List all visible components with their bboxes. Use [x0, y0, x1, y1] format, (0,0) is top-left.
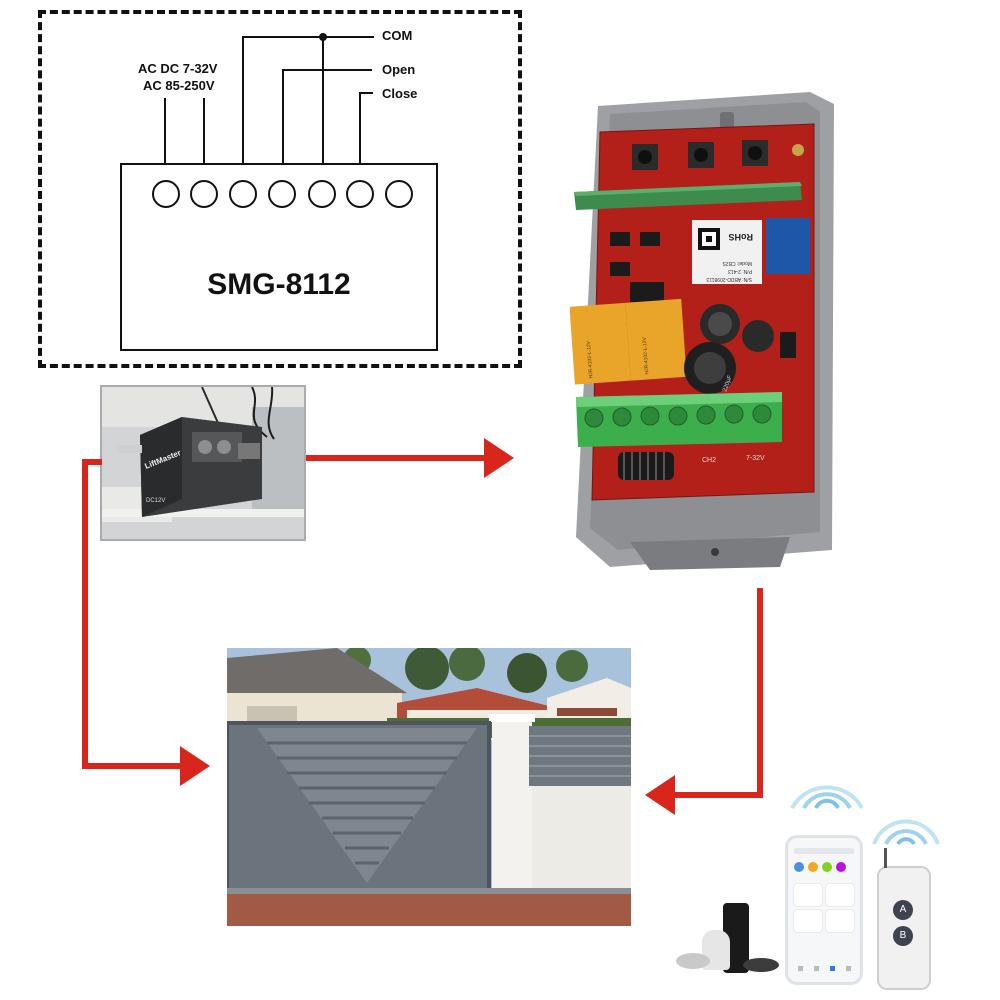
terminal-3	[229, 180, 257, 208]
receiver-board-photo: RoHS Model: CB2S P/N: 2-413 S/N: ABDD-20…	[569, 92, 838, 572]
wire-power-1	[164, 98, 166, 163]
wire-open-vertical	[282, 70, 284, 163]
capacitor-text: 220µF	[722, 374, 734, 392]
power-label-line2: AC 85-250V	[143, 78, 215, 93]
phone-app-card	[826, 884, 854, 906]
arrow-head-left-icon	[645, 775, 675, 815]
wire-com-left	[242, 36, 244, 163]
remote-antenna	[884, 848, 887, 868]
terminal-1	[152, 180, 180, 208]
open-label: Open	[382, 62, 416, 77]
arrow-left-vertical-line	[82, 459, 88, 769]
wire-com-center	[322, 36, 324, 163]
pcb-pn-text: P/N: 2-413	[728, 268, 752, 274]
terminal-2	[190, 180, 218, 208]
wire-close-horizontal	[359, 92, 373, 94]
ch2-text: CH2	[702, 457, 716, 464]
remote-button-a-icon: A	[893, 900, 913, 920]
close-label: Close	[382, 86, 418, 101]
wire-com-top	[242, 36, 374, 38]
phone-tabbar	[792, 966, 856, 976]
wire-open-horizontal	[282, 69, 372, 71]
smart-speaker-puck-light	[676, 953, 710, 969]
opener-tag-text: DC12V	[146, 498, 165, 504]
smart-speaker-puck-dark	[743, 958, 779, 972]
relay-2-text: HJR-4102-L-12V	[642, 336, 651, 375]
pcb-model-text: Model: CB2S	[722, 260, 752, 266]
pcb-sn-text: S/N: ABDD-2098113	[706, 276, 752, 282]
wire-close-vertical	[359, 92, 361, 163]
arrow-head-right-to-gate-icon	[180, 746, 210, 786]
wifi-signal-icon	[872, 819, 940, 846]
garage-opener-illustration: LiftMaster DC12V	[102, 387, 304, 539]
rohs-text: RoHS	[729, 232, 754, 242]
wire-power-2	[203, 98, 205, 163]
terminal-4	[268, 180, 296, 208]
rf-remote: A B	[877, 848, 931, 990]
receiver-illustration: RoHS Model: CB2S P/N: 2-413 S/N: ABDD-20…	[569, 92, 834, 570]
power-label-line1: AC DC 7-32V	[138, 61, 218, 76]
terminal-5	[308, 180, 336, 208]
arrow-opener-to-receiver-line	[306, 455, 488, 461]
phone-app-card	[826, 910, 854, 932]
phone-app-card	[794, 884, 822, 906]
terminal-7	[385, 180, 413, 208]
wire-junction-dot	[319, 33, 327, 41]
remote-button-b-icon: B	[893, 926, 913, 946]
arrow-receiver-to-gate-line	[672, 792, 763, 798]
arrow-receiver-down-line	[757, 588, 763, 798]
gate-illustration	[227, 648, 631, 926]
com-label: COM	[382, 28, 413, 43]
sliding-gate-photo	[227, 648, 631, 926]
relay-1-text: HJR-4102-L-12V	[586, 340, 595, 379]
terminal-6	[346, 180, 374, 208]
phone-app-row	[794, 862, 854, 876]
garage-opener-photo: LiftMaster DC12V	[100, 385, 306, 541]
voltage-text: 7-32V	[746, 455, 765, 462]
phone-app-header	[794, 848, 854, 854]
smartphone	[785, 835, 863, 985]
arrow-left-top-stub	[82, 459, 102, 465]
arrow-left-to-gate-line	[82, 763, 182, 769]
phone-app-card	[794, 910, 822, 932]
arrow-head-right-icon	[484, 438, 514, 478]
wifi-signal-icon	[790, 785, 864, 810]
wiring-diagram-frame	[38, 10, 522, 368]
model-name: SMG-8112	[207, 268, 351, 301]
